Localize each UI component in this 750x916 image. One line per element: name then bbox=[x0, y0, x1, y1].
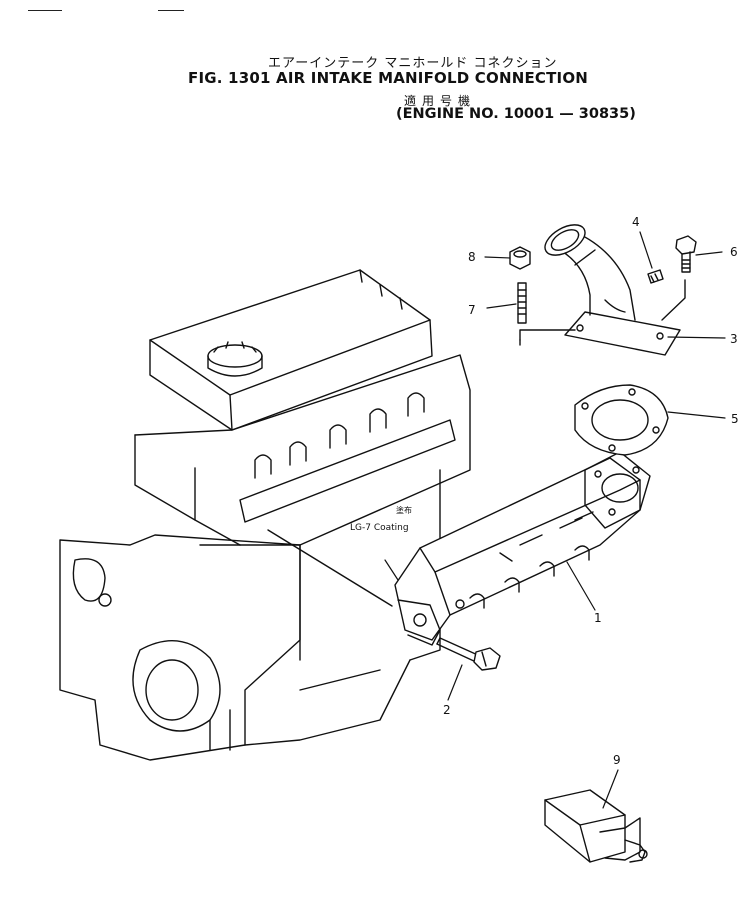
callout-8: 8 bbox=[468, 250, 476, 264]
nut bbox=[509, 246, 531, 270]
callout-2: 2 bbox=[443, 703, 451, 717]
heater bbox=[544, 789, 648, 863]
coating-label: LG-7 Coating bbox=[350, 523, 409, 533]
gasket bbox=[574, 384, 669, 456]
leader-lines bbox=[384, 231, 726, 809]
plug bbox=[647, 269, 664, 284]
intake-manifold bbox=[394, 451, 651, 646]
applicable-label-japanese: 適用号機 bbox=[404, 94, 477, 108]
callout-labels: 1 2 3 4 5 6 7 8 9 塗布 LG-7 Coating bbox=[350, 215, 739, 767]
engine-block bbox=[59, 269, 471, 761]
callout-9: 9 bbox=[613, 753, 621, 767]
guide-line bbox=[519, 329, 576, 341]
mounting-line bbox=[267, 529, 393, 607]
title-japanese: エアーインテーク マニホールド コネクション bbox=[268, 56, 558, 71]
corner-mark-right bbox=[158, 10, 184, 11]
hex-bolt bbox=[675, 235, 697, 273]
stud bbox=[517, 282, 527, 324]
callout-4: 4 bbox=[632, 215, 640, 229]
callout-3: 3 bbox=[730, 332, 738, 346]
callout-1: 1 bbox=[594, 611, 602, 625]
engine-number-range: (ENGINE NO. 10001 — 30835) bbox=[396, 106, 636, 122]
guide-line bbox=[661, 279, 686, 321]
coating-label-japanese: 塗布 bbox=[396, 505, 412, 515]
figure-title: FIG. 1301 AIR INTAKE MANIFOLD CONNECTION bbox=[188, 69, 589, 87]
elbow-connector bbox=[544, 224, 681, 356]
flange-bolt bbox=[436, 637, 501, 671]
callout-7: 7 bbox=[468, 303, 476, 317]
callout-6: 6 bbox=[730, 245, 738, 259]
corner-mark-left bbox=[28, 10, 62, 11]
callout-5: 5 bbox=[731, 412, 739, 426]
